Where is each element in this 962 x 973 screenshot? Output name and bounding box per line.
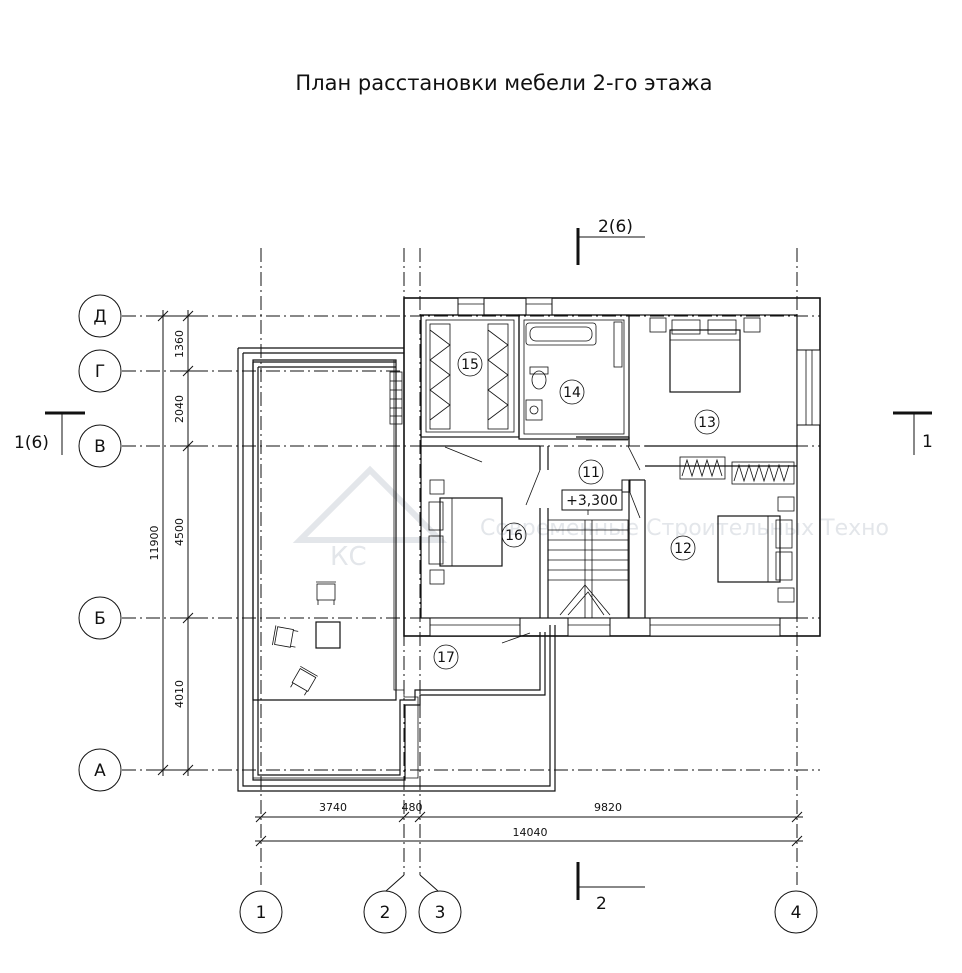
watermark-logo: КС — [330, 542, 367, 572]
horizontal-dimension-chain: 3740 480 9820 14040 — [255, 801, 803, 847]
axis-label-3: 3 — [435, 903, 446, 923]
dim-v-2: 2040 — [173, 395, 186, 423]
room-13-label: 13 — [698, 415, 716, 431]
dim-h-1: 3740 — [319, 801, 347, 814]
drawing-title: План расстановки мебели 2-го этажа — [295, 71, 712, 95]
axis-marker-2 — [363, 890, 407, 934]
axis-label-G: Г — [95, 362, 105, 382]
axis-marker-V — [78, 424, 122, 468]
watermark: КС Современные Строительных Техно — [292, 465, 889, 572]
section-top-label: 2(6) — [598, 217, 633, 237]
room-markers: 11 12 13 14 15 16 17 — [433, 351, 720, 670]
axis-marker-1 — [239, 890, 283, 934]
axis-label-A: А — [94, 761, 106, 781]
axis-label-V: В — [94, 437, 106, 457]
vertical-dimension-chain: 1360 2040 4500 4010 11900 — [148, 310, 194, 776]
dim-v-total: 11900 — [148, 526, 161, 561]
section-right-label: 1 — [922, 432, 933, 452]
axis-label-2: 2 — [380, 903, 391, 923]
axis-marker-G — [78, 349, 122, 393]
axis-label-D: Д — [93, 307, 106, 327]
room-11-label: 11 — [582, 465, 600, 481]
axis-label-4: 4 — [791, 903, 802, 923]
room-17-label: 17 — [437, 650, 455, 666]
beds — [428, 317, 795, 603]
elevation-mark: +3,300 — [561, 479, 631, 511]
terrace-furniture — [272, 581, 341, 696]
dim-v-3: 4500 — [173, 518, 186, 546]
axis-marker-A — [78, 748, 122, 792]
axis-marker-4 — [774, 890, 818, 934]
room-15-label: 15 — [461, 357, 479, 373]
axis-label-B: Б — [94, 609, 106, 629]
axis-lines-rows — [122, 315, 820, 771]
building-walls — [403, 297, 821, 637]
row-axis-markers: Д Г В Б А — [78, 294, 122, 792]
dim-v-1: 1360 — [173, 330, 186, 358]
dim-h-total: 14040 — [513, 826, 548, 839]
section-left-label: 1(6) — [14, 433, 49, 453]
dim-v-4: 4010 — [173, 680, 186, 708]
terrace-outline — [237, 347, 556, 792]
axis-label-1: 1 — [256, 903, 267, 923]
room-16-label: 16 — [505, 528, 523, 544]
axis-marker-D — [78, 294, 122, 338]
column-axis-markers: 1 2 3 4 — [239, 874, 818, 934]
room-14-label: 14 — [563, 385, 581, 401]
watermark-text: Современные Строительных Техно — [480, 516, 889, 541]
dim-h-2: 480 — [402, 801, 423, 814]
axis-marker-3 — [418, 890, 462, 934]
elevation-label: +3,300 — [566, 493, 618, 509]
section-marks: 2(6) 2 1(6) 1 — [14, 217, 933, 914]
room-12-label: 12 — [674, 541, 692, 557]
section-bottom-label: 2 — [596, 894, 607, 914]
axis-marker-B — [78, 596, 122, 640]
dim-h-3: 9820 — [594, 801, 622, 814]
